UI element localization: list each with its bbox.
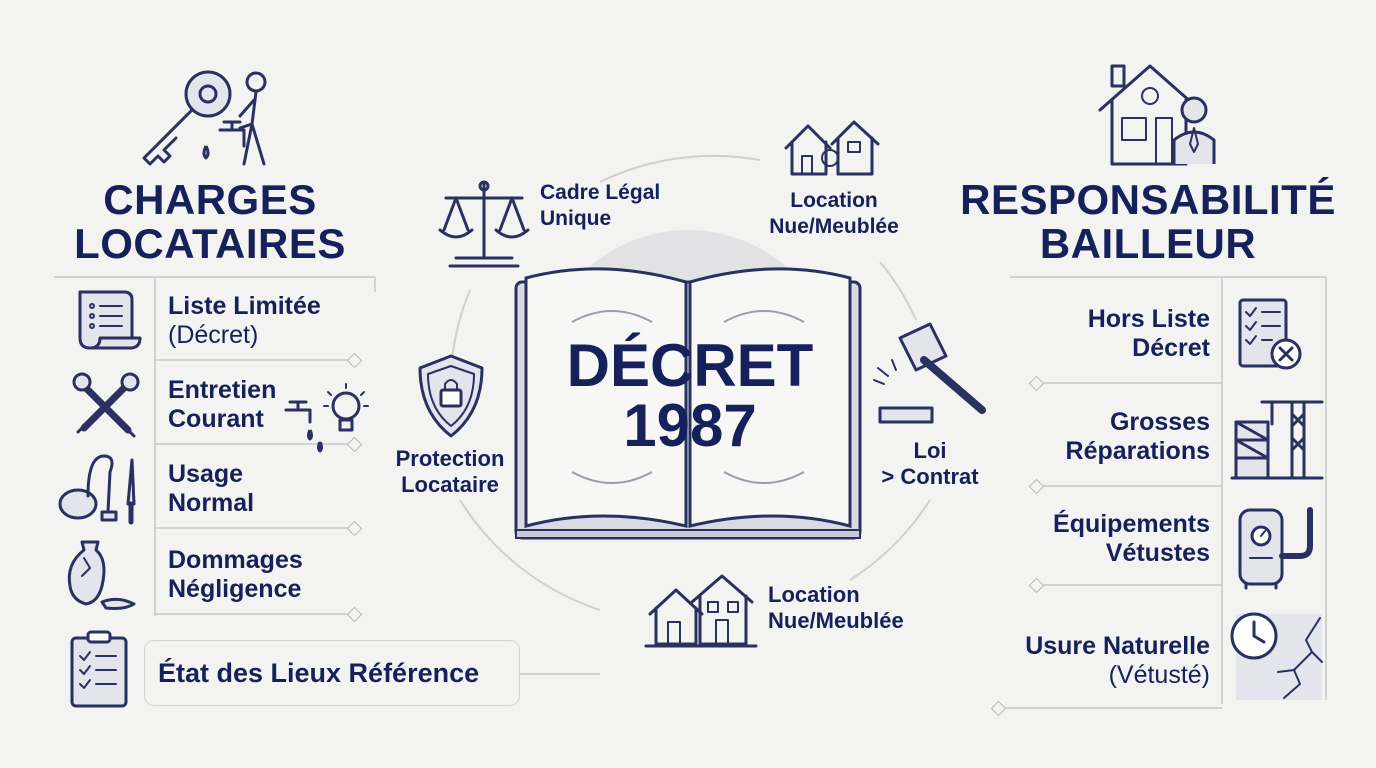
checklist-cross-icon xyxy=(1238,298,1302,370)
right-item-hors-liste: Hors Liste Décret xyxy=(1012,305,1210,363)
gavel-icon xyxy=(873,322,986,424)
left-title-line2: LOCATAIRES xyxy=(74,220,346,267)
houses-row-icon xyxy=(644,574,758,648)
left-item-liste-line2: (Décret) xyxy=(168,321,259,349)
loi-label: Loi > Contrat xyxy=(878,438,982,490)
right-item-hors-liste-line1: Hors Liste xyxy=(1087,305,1210,333)
faucet-bulb-icon xyxy=(284,383,369,453)
left-title-line1: CHARGES xyxy=(103,176,317,223)
protection-label-line1: Protection xyxy=(395,446,505,471)
left-item-usage-line1: Usage xyxy=(168,460,244,488)
left-item-entretien-line1: Entretien xyxy=(168,376,277,404)
broken-vase-icon xyxy=(67,540,136,610)
right-item-grosses-line1: Grosses xyxy=(1109,408,1210,436)
left-item-liste: Liste Limitée (Décret) xyxy=(168,292,321,350)
reference-text: État des Lieux Référence xyxy=(158,658,480,688)
cadre-label-line2: Unique xyxy=(540,207,612,230)
left-item-entretien-line2: Courant xyxy=(168,405,264,433)
location-top-label-line1: Location xyxy=(790,189,878,212)
location-top-label: Location Nue/Meublée xyxy=(756,188,912,240)
clock-cracked-wall-icon xyxy=(1230,612,1323,700)
right-item-usure-line1: Usure Naturelle xyxy=(1025,632,1210,660)
cadre-label-line1: Cadre Légal xyxy=(540,181,661,204)
right-item-grosses-line2: Réparations xyxy=(1065,437,1210,465)
location-top-label-line2: Nue/Meublée xyxy=(769,215,899,238)
book-title: DÉCRET 1987 xyxy=(545,336,835,456)
left-item-liste-line1: Liste Limitée xyxy=(168,292,321,320)
right-title-line1: RESPONSABILITÉ xyxy=(960,176,1336,223)
right-title: RESPONSABILITÉ BAILLEUR xyxy=(960,178,1336,266)
wrench-screwdriver-icon xyxy=(72,372,140,438)
cadre-label: Cadre Légal Unique xyxy=(540,180,660,232)
left-item-dommages: Dommages Négligence xyxy=(168,546,303,604)
left-item-usage-line2: Normal xyxy=(168,489,255,517)
right-title-line2: BAILLEUR xyxy=(1039,220,1257,267)
left-item-entretien: Entretien Courant xyxy=(168,376,276,434)
right-item-equipements-line2: Vétustes xyxy=(1105,539,1210,567)
right-item-usure-line2: (Vétusté) xyxy=(1108,661,1210,689)
book-title-line2: 1987 xyxy=(623,392,757,459)
scales-of-justice-icon xyxy=(438,180,530,268)
left-item-usage: Usage Normal xyxy=(168,460,254,518)
shield-lock-icon xyxy=(418,354,484,438)
key-plumber-icon xyxy=(142,70,267,166)
left-title: CHARGES LOCATAIRES xyxy=(60,178,360,266)
right-item-equipements: Équipements Vétustes xyxy=(1012,510,1210,568)
location-bottom-label-line2: Nue/Meublée xyxy=(768,608,904,633)
water-heater-icon xyxy=(1238,507,1313,590)
vacuum-knife-icon xyxy=(58,454,136,525)
protection-label: Protection Locataire xyxy=(388,446,512,498)
document-list-icon xyxy=(78,290,142,350)
right-item-hors-liste-line2: Décret xyxy=(1132,334,1210,362)
location-bottom-label: Location Nue/Meublée xyxy=(768,582,904,634)
left-item-dommages-line2: Négligence xyxy=(168,575,302,603)
right-item-grosses: Grosses Réparations xyxy=(1012,408,1210,466)
right-item-equipements-line1: Équipements xyxy=(1053,510,1210,538)
two-houses-icon xyxy=(784,120,880,176)
house-landlord-icon xyxy=(1098,64,1216,166)
clipboard-checklist-icon xyxy=(70,630,128,708)
reference-box xyxy=(144,640,520,706)
open-book-icon xyxy=(514,230,862,540)
loi-label-line2: > Contrat xyxy=(881,464,979,489)
right-item-usure: Usure Naturelle (Vétusté) xyxy=(990,632,1210,690)
protection-label-line2: Locataire xyxy=(401,472,499,497)
loi-label-line1: Loi xyxy=(913,438,947,463)
left-item-dommages-line1: Dommages xyxy=(168,546,303,574)
construction-crane-icon xyxy=(1230,400,1324,480)
location-bottom-label-line1: Location xyxy=(768,582,860,607)
book-title-line1: DÉCRET xyxy=(566,332,814,399)
